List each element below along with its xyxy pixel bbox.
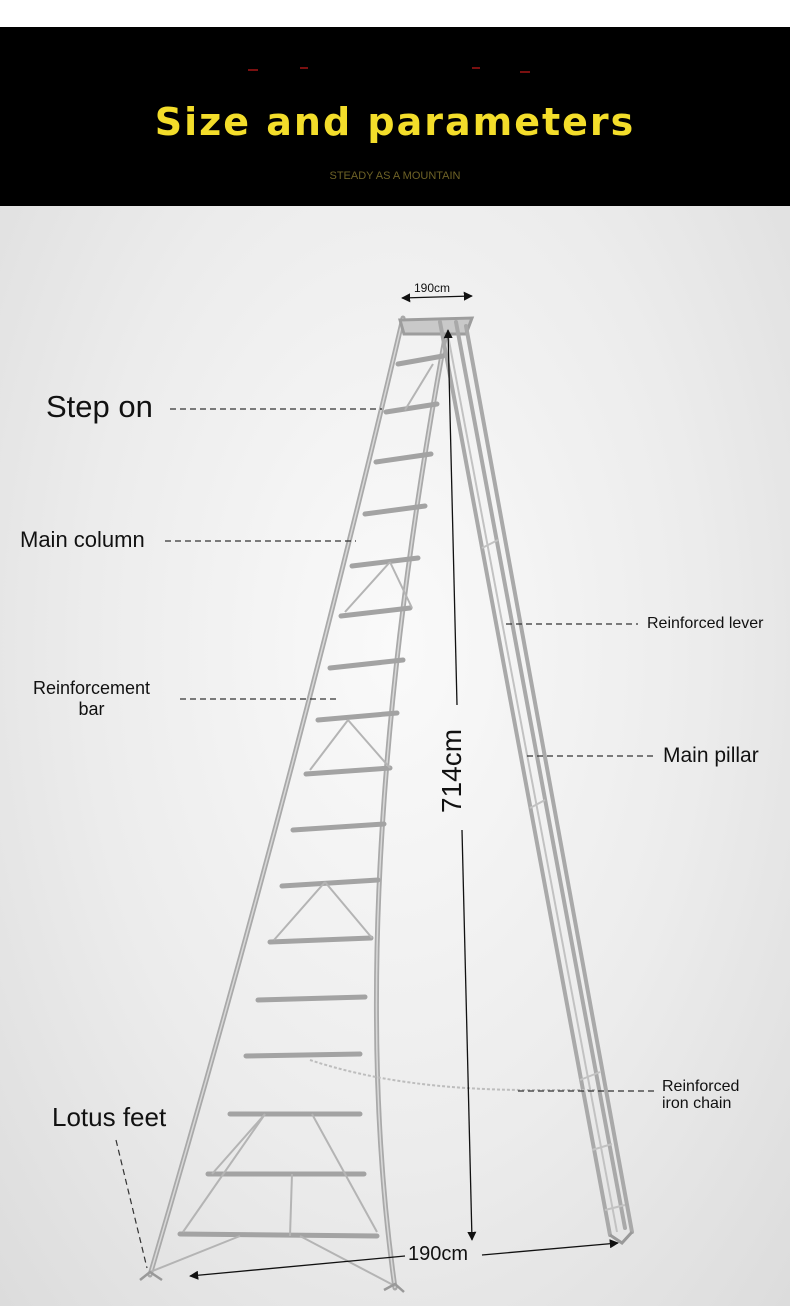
top-platform: [398, 316, 475, 336]
banner-decoration: [472, 67, 480, 69]
reinforced-iron-chain-label-line1: Reinforced: [662, 1078, 740, 1095]
reinforced-iron-chain-label: Reinforced iron chain: [662, 1078, 739, 1112]
reinforced-iron-chain: [309, 1059, 596, 1091]
step-on: [177, 353, 446, 1239]
top-width-label: 190cm: [414, 281, 451, 295]
main-column-label: Main column: [20, 527, 145, 552]
step-on-label: Step on: [46, 389, 153, 424]
base-width-label: 190cm: [408, 1243, 469, 1265]
main-column: [147, 315, 451, 1291]
banner-decoration: [520, 71, 530, 73]
banner-decoration: [300, 67, 308, 69]
dimension-lines: [189, 291, 619, 1280]
reinforcement-bar-label-line1: Reinforcement: [33, 678, 151, 698]
rear-foot: [609, 1230, 634, 1245]
reinforced-lever: [446, 329, 626, 1233]
reinforced-lever-label: Reinforced lever: [647, 615, 764, 632]
banner-decoration: [248, 69, 258, 71]
page-title: Size and parameters: [154, 100, 636, 144]
header-banner: [0, 27, 790, 206]
leader-lines: [115, 408, 656, 1269]
reinforcement-bar-label-line2: bar: [78, 699, 105, 719]
lotus-feet: [139, 1270, 405, 1293]
reinforcement-bar: [149, 363, 434, 1287]
reinforcement-bar-label: Reinforcement bar: [33, 678, 150, 720]
lotus-feet-label: Lotus feet: [52, 1102, 167, 1132]
height-label: 714cm: [436, 728, 468, 814]
main-pillar-label: Main pillar: [663, 744, 759, 767]
diagram-stage: [0, 206, 790, 1306]
page-subtitle: STEADY AS A MOUNTAIN: [329, 170, 461, 182]
main-pillar: [438, 320, 634, 1237]
reinforced-iron-chain-label-line2: iron chain: [662, 1095, 732, 1112]
